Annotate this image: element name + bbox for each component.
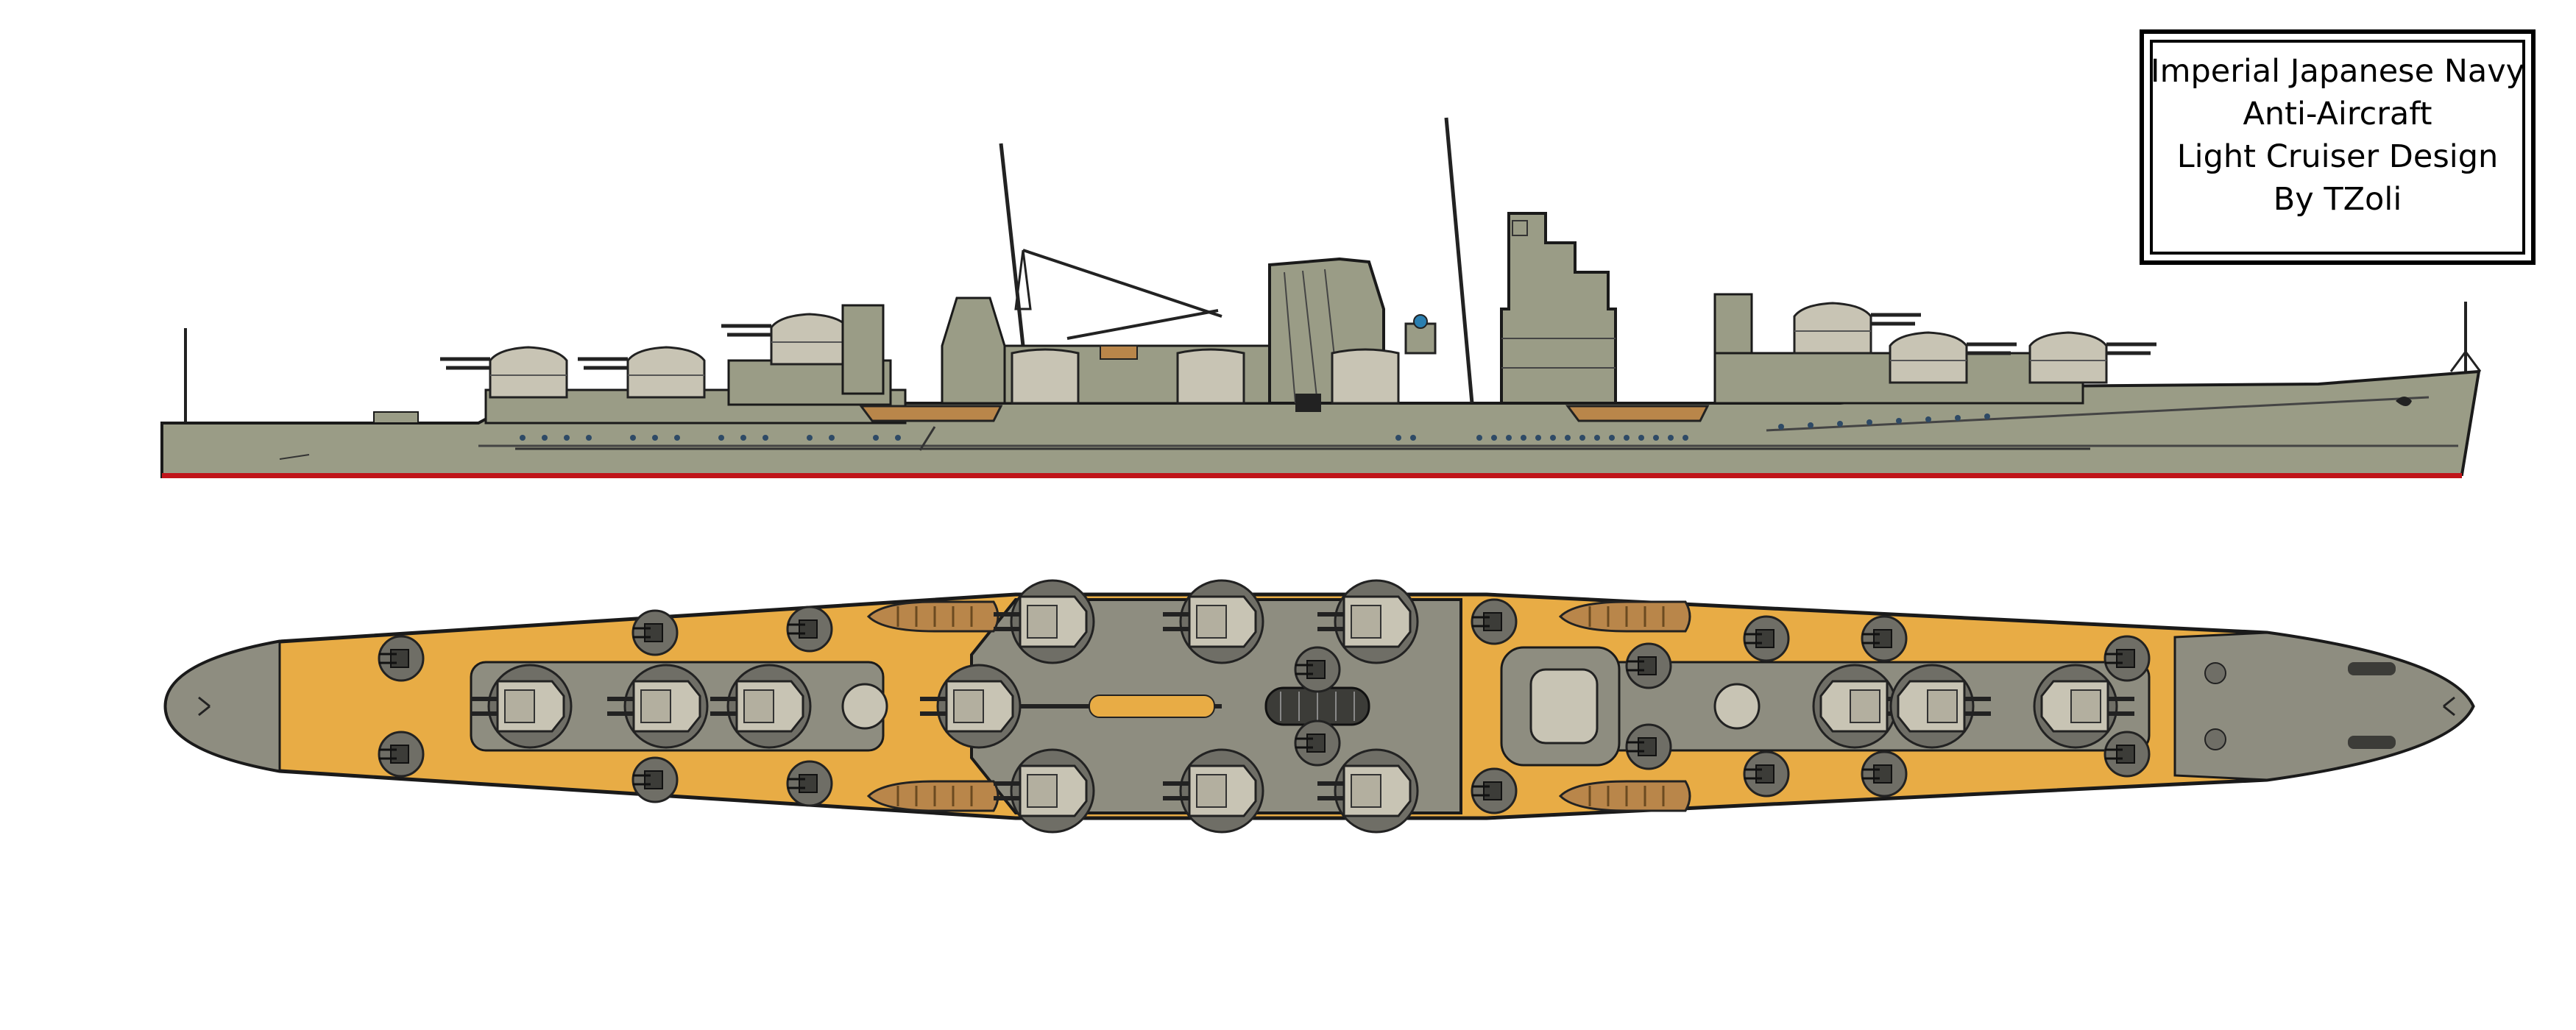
top-view	[163, 580, 2475, 832]
title-block: Imperial Japanese Navy Anti-Aircraft Lig…	[2140, 29, 2536, 265]
title-block-inner: Imperial Japanese Navy Anti-Aircraft Lig…	[2150, 40, 2525, 255]
title-line-navy: Imperial Japanese Navy	[2150, 53, 2525, 90]
title-line-type: Light Cruiser Design	[2176, 138, 2499, 175]
title-line-role: Anti-Aircraft	[2243, 96, 2432, 132]
side-profile	[160, 117, 2482, 479]
side-bridge	[1500, 212, 1617, 405]
title-line-author: By TZoli	[2273, 181, 2402, 218]
